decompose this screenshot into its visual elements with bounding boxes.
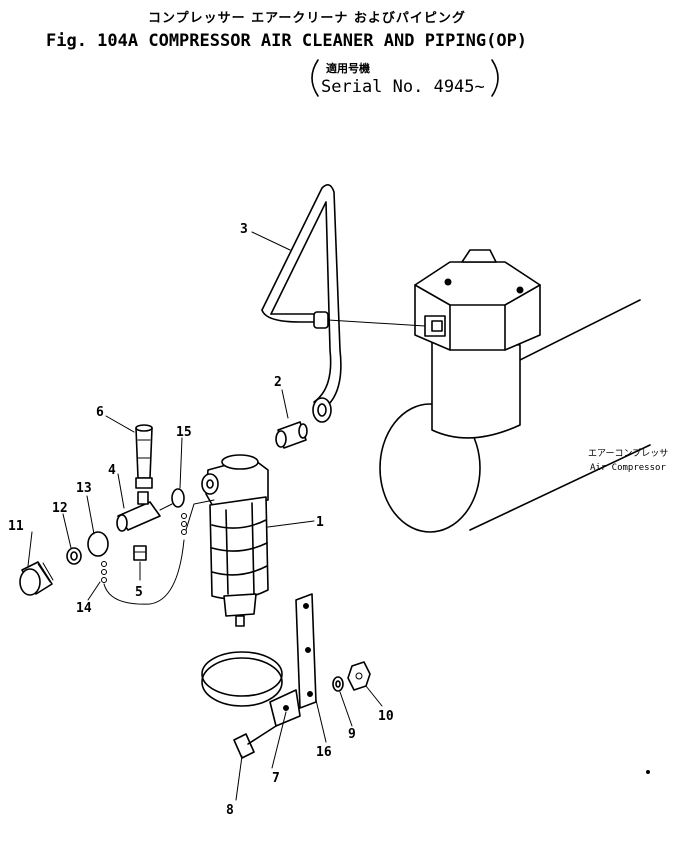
left-paren (311, 59, 319, 97)
applicability-label: 適用号機 (326, 61, 370, 75)
band-part-7 (201, 651, 301, 727)
air-compressor (379, 249, 651, 533)
leader-lines (27, 231, 383, 801)
callout-2: 2 (274, 375, 282, 390)
callout-6: 6 (96, 405, 104, 420)
serial-block: 適用号機 Serial No. 4945~ (311, 59, 499, 97)
callout-10: 10 (378, 709, 394, 724)
callout-7: 7 (272, 771, 280, 786)
callout-8: 8 (226, 803, 234, 818)
callout-12: 12 (52, 501, 68, 516)
o-ring-part-15 (171, 488, 185, 508)
adaptor-part-2 (275, 421, 308, 449)
bolt-part-8 (233, 725, 277, 759)
plug-part-5 (133, 545, 147, 561)
pipe-part-3 (261, 184, 426, 423)
callout-5: 5 (135, 585, 143, 600)
figure-title: Fig. 104A COMPRESSOR AIR CLEANER AND PIP… (46, 31, 527, 51)
right-paren (491, 59, 499, 97)
bracket-part-16 (295, 593, 317, 709)
callout-3: 3 (240, 222, 248, 237)
serial-number: Serial No. 4945~ (321, 77, 485, 97)
tee-part-4 (116, 491, 173, 532)
callout-1: 1 (316, 515, 324, 530)
nut-part-10 (347, 661, 371, 691)
cap-part-11 (19, 561, 54, 596)
valve-part-6 (135, 424, 153, 489)
air-cleaner-part-1 (181, 454, 269, 627)
chain-part-14 (87, 531, 185, 605)
callout-9: 9 (348, 727, 356, 742)
japanese-title: コンプレッサー エアークリーナ およびパイピング (148, 10, 466, 26)
washer-part-12 (66, 547, 82, 565)
washer-part-9 (332, 676, 344, 692)
air-compressor-label-jp: エアーコンプレッサ (588, 448, 668, 459)
callout-13: 13 (76, 481, 92, 496)
callout-15: 15 (176, 425, 192, 440)
callout-16: 16 (316, 745, 332, 760)
callout-11: 11 (8, 519, 24, 534)
callout-4: 4 (108, 463, 116, 478)
air-compressor-label-en: Air Compressor (590, 463, 666, 473)
stray-dot (646, 770, 650, 774)
callout-14: 14 (76, 601, 92, 616)
